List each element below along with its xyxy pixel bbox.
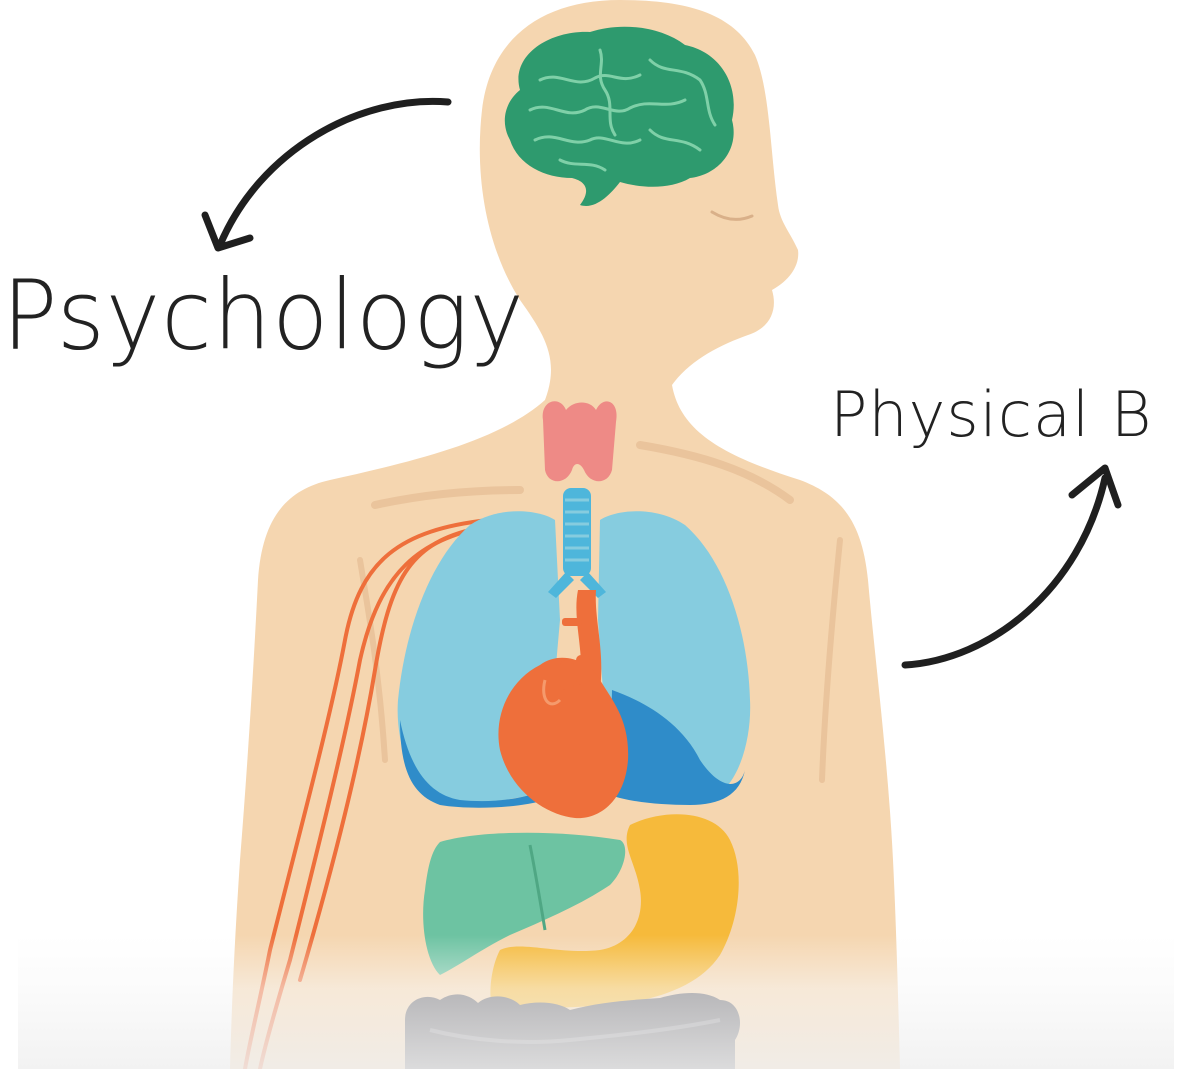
arrow-to-psychology — [220, 101, 448, 245]
physical-label: Physical B — [830, 378, 1153, 451]
arrow-to-physical — [905, 478, 1105, 665]
arrow-to-physical-head — [1072, 468, 1118, 505]
bottom-fade-overlay — [18, 935, 1174, 1069]
psychology-label: Psychology — [2, 259, 525, 371]
